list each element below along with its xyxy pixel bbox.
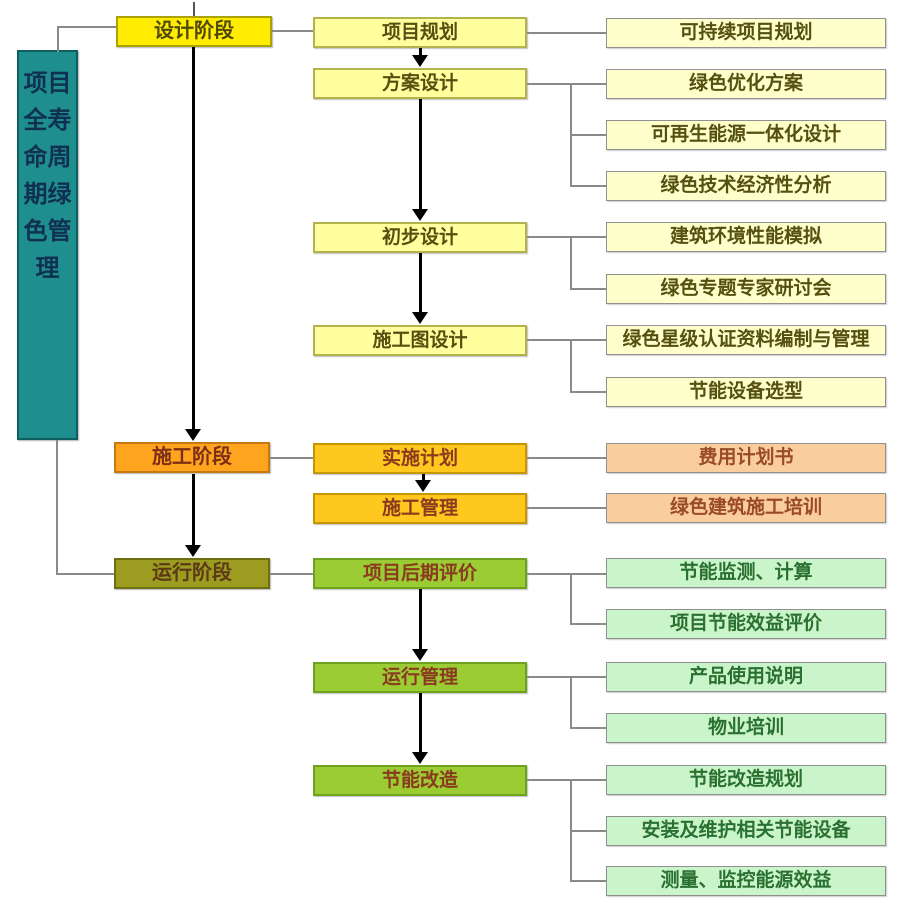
connector-line (56, 573, 114, 575)
connector-line (57, 26, 59, 52)
process-scheme-design: 方案设计 (313, 68, 527, 99)
flow-arrow-plan-to-management (415, 474, 431, 492)
connector-line (570, 391, 606, 393)
detail-green-techno-economic-analysis: 绿色技术经济性分析 (606, 171, 886, 201)
process-preliminary-design: 初步设计 (313, 222, 527, 253)
detail-sustainable-project-planning: 可持续项目规划 (606, 18, 886, 48)
connector-line (570, 83, 606, 85)
process-project-planning: 项目规划 (313, 17, 527, 48)
connector-line (527, 83, 570, 85)
connector-line (570, 134, 606, 136)
connector-line (570, 727, 606, 729)
connector-line (272, 30, 313, 32)
detail-property-training: 物业培训 (606, 713, 886, 743)
connector-line (193, 2, 195, 16)
connector-line (56, 440, 58, 575)
connector-line (570, 339, 606, 341)
process-post-project-evaluation: 项目后期评价 (313, 558, 527, 589)
connector-line (527, 457, 606, 459)
detail-green-star-certification-docs: 绿色星级认证资料编制与管理 (606, 325, 886, 355)
connector-line (527, 779, 570, 781)
detail-green-construction-training: 绿色建筑施工培训 (606, 493, 886, 523)
connector-line (570, 339, 572, 392)
process-construction-drawing-design: 施工图设计 (313, 325, 527, 356)
connector-line (57, 26, 116, 28)
connector-line (570, 830, 606, 832)
connector-line (570, 623, 606, 625)
detail-building-environment-simulation: 建筑环境性能模拟 (606, 222, 886, 252)
flow-arrow-scheme-to-preliminary (412, 99, 428, 221)
detail-green-expert-seminar: 绿色专题专家研讨会 (606, 274, 886, 304)
connector-line (570, 573, 606, 575)
connector-line (570, 236, 606, 238)
flow-arrow-construction-to-operation (185, 474, 201, 557)
connector-line (527, 236, 570, 238)
stage-operation: 运行阶段 (114, 558, 270, 589)
connector-line (570, 880, 606, 882)
detail-install-maintain-equipment: 安装及维护相关节能设备 (606, 816, 886, 846)
detail-measure-monitor-energy-benefit: 测量、监控能源效益 (606, 866, 886, 896)
connector-line (527, 573, 570, 575)
connector-line (527, 676, 570, 678)
connector-line (570, 288, 606, 290)
process-construction-management: 施工管理 (313, 493, 527, 524)
flow-arrow-design-to-construction (185, 47, 201, 441)
detail-energy-monitoring-calculation: 节能监测、计算 (606, 558, 886, 588)
connector-line (570, 779, 606, 781)
detail-product-usage-instructions: 产品使用说明 (606, 662, 886, 692)
process-energy-retrofit: 节能改造 (313, 765, 527, 796)
connector-line (527, 339, 570, 341)
connector-line (570, 676, 606, 678)
connector-line (270, 457, 313, 459)
detail-cost-plan: 费用计划书 (606, 443, 886, 473)
connector-line (527, 32, 606, 34)
detail-energy-benefit-evaluation: 项目节能效益评价 (606, 609, 886, 639)
process-operation-management: 运行管理 (313, 662, 527, 693)
detail-green-optimization-scheme: 绿色优化方案 (606, 69, 886, 99)
connector-line (527, 507, 606, 509)
flow-arrow-preliminary-to-drawing (412, 253, 428, 324)
flow-arrow-operation-mgmt-to-retrofit (412, 693, 428, 764)
lifecycle-title-bar: 项目全寿命周期绿色管理 (17, 50, 78, 440)
stage-design: 设计阶段 (116, 16, 272, 47)
process-implementation-plan: 实施计划 (313, 443, 527, 474)
flow-arrow-planning-to-scheme (412, 48, 428, 67)
stage-construction: 施工阶段 (114, 442, 270, 473)
connector-line (570, 236, 572, 289)
connector-line (270, 573, 313, 575)
connector-line (570, 676, 572, 728)
flow-arrow-evaluation-to-operation-mgmt (412, 589, 428, 661)
connector-line (570, 185, 606, 187)
detail-renewable-energy-integrated-design: 可再生能源一体化设计 (606, 120, 886, 150)
connector-line (570, 573, 572, 624)
detail-retrofit-planning: 节能改造规划 (606, 765, 886, 795)
detail-energy-saving-equipment-selection: 节能设备选型 (606, 377, 886, 407)
